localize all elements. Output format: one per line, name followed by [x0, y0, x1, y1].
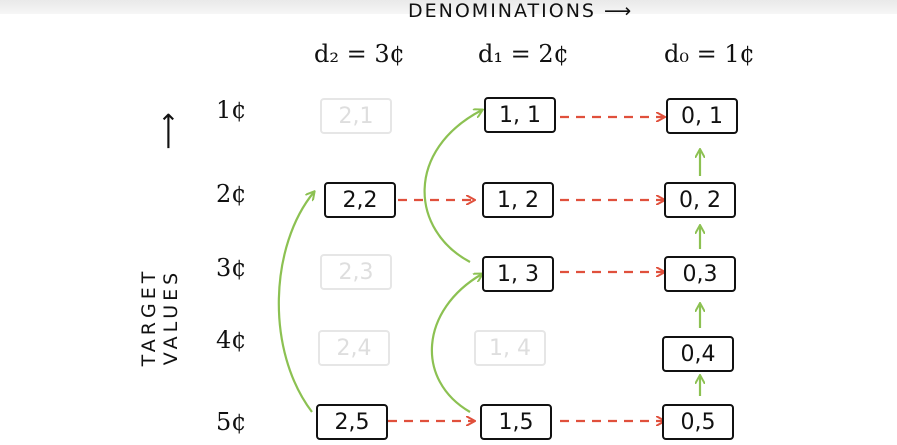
- green-curve-c1r5-c1r3: [430, 274, 482, 413]
- cell-2-1: 2,1: [320, 98, 392, 134]
- column-header-d2: d₂ = 3¢: [314, 40, 405, 68]
- top-bar: [0, 0, 897, 14]
- column-header-d0: d₀ = 1¢: [664, 40, 755, 68]
- cell-2-4: 2,4: [318, 330, 390, 366]
- cell-1-3: 1, 3: [482, 256, 554, 292]
- cell-2-5: 2,5: [316, 404, 388, 440]
- cell-2-3: 2,3: [320, 254, 392, 290]
- cell-1-1: 1, 1: [484, 97, 556, 133]
- cell-0-5: 0,5: [662, 404, 734, 440]
- row-label-2: 2¢: [216, 180, 247, 208]
- cell-1-5: 1,5: [480, 404, 552, 440]
- title-arrow-icon: ⟶: [604, 0, 634, 22]
- row-label-5: 5¢: [216, 408, 247, 436]
- row-label-3: 3¢: [216, 254, 247, 282]
- green-curve-c1r3-c1r1: [423, 110, 482, 263]
- row-label-1: 1¢: [216, 96, 247, 124]
- diagram-title: DENOMINATIONS ⟶: [408, 0, 633, 22]
- cell-1-2: 1, 2: [482, 182, 554, 218]
- cell-0-3: 0,3: [664, 256, 736, 292]
- cell-0-1: 0, 1: [666, 98, 738, 134]
- green-curve-c2r5-c2r2: [277, 192, 314, 413]
- cell-0-4: 0,4: [662, 336, 734, 372]
- cell-0-2: 0, 2: [664, 182, 736, 218]
- cell-2-2: 2,2: [324, 182, 396, 218]
- cell-1-4: 1, 4: [474, 330, 546, 366]
- column-header-d1: d₁ = 2¢: [478, 40, 569, 68]
- row-label-4: 4¢: [216, 326, 247, 354]
- title-text: DENOMINATIONS: [408, 0, 596, 22]
